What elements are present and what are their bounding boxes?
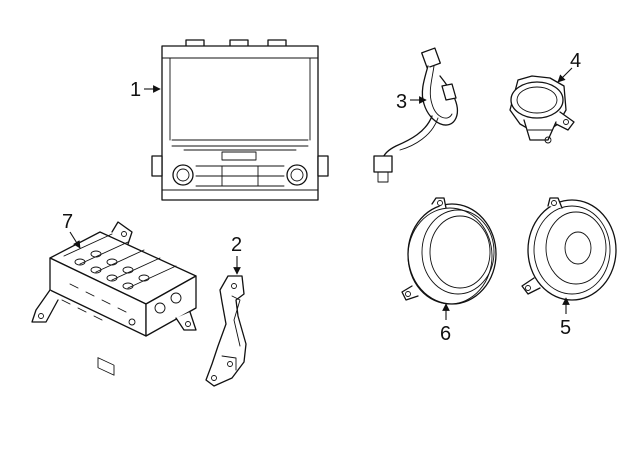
callout-label-5: 5 (560, 317, 571, 339)
callout-label-3: 3 (396, 91, 407, 113)
callout-label-2: 2 (231, 234, 242, 256)
rear-speaker[interactable] (521, 197, 617, 301)
callout-7: 7 (62, 211, 81, 249)
callout-1: 1 (130, 79, 161, 101)
callout-label-4: 4 (570, 50, 581, 72)
callout-label-6: 6 (440, 323, 451, 345)
callout-6: 6 (440, 303, 451, 345)
front-speaker[interactable] (401, 197, 497, 305)
tweeter-speaker[interactable] (509, 75, 575, 144)
mounting-bracket[interactable] (205, 275, 247, 387)
radio-head-unit[interactable] (151, 39, 329, 201)
callout-label-7: 7 (62, 211, 73, 233)
amplifier[interactable] (31, 221, 197, 376)
callout-4: 4 (557, 50, 581, 83)
callout-5: 5 (560, 297, 571, 339)
wire-harness[interactable] (373, 47, 459, 183)
callout-3: 3 (396, 91, 427, 113)
callout-2: 2 (231, 234, 242, 275)
callout-label-1: 1 (130, 79, 141, 101)
